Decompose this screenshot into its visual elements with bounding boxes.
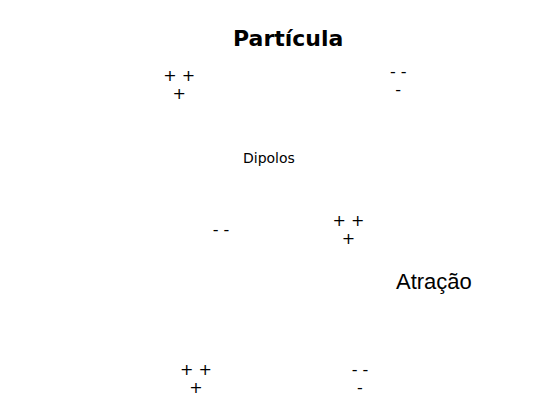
text-position: Atração <box>396 270 472 294</box>
attraction-arrow <box>215 257 227 350</box>
attraction-arrow <box>201 257 213 350</box>
text-position: - - - <box>387 63 409 98</box>
dipole-blob: - - <box>186 205 256 255</box>
dipole-blob: + + + <box>315 205 382 255</box>
arrow-head <box>351 339 363 350</box>
text-holder: - - <box>186 205 256 255</box>
positive-charges: + + + <box>160 67 198 102</box>
text-position: + + + <box>160 67 198 102</box>
text-position: Partícula <box>233 27 343 51</box>
negative-charges: - - - <box>349 361 371 396</box>
surface-plane: Atração + + + - - - <box>18 244 520 412</box>
text-holder: + + + <box>315 205 382 255</box>
arrow-head <box>201 257 213 268</box>
arrow-shaft <box>356 257 359 340</box>
blob-outline <box>189 207 254 253</box>
text-holder: - - - <box>318 352 402 406</box>
dipole-blob: + + + <box>150 352 242 406</box>
particle-title: Partícula <box>233 27 343 51</box>
dipole-blob: - - - <box>318 352 402 406</box>
arrow-head <box>215 339 227 350</box>
text-holder: + + + <box>150 352 242 406</box>
positive-charges: + + + <box>177 361 215 396</box>
attraction-arrow <box>351 257 363 350</box>
dipoles-label: Dipolos <box>243 151 295 166</box>
negative-charges: - - - <box>387 63 409 98</box>
arrow-head <box>337 257 349 268</box>
particle-outline <box>126 6 454 260</box>
positive-charges: + + + <box>329 212 367 247</box>
attraction-label: Atração <box>396 270 472 294</box>
arrow-shaft <box>220 257 223 340</box>
particle-ellipse: Partícula + + + - - - Dipolos - - + + + <box>125 5 455 261</box>
blob-outline <box>321 354 399 404</box>
attraction-arrow <box>337 257 349 350</box>
arrow-shaft <box>342 267 345 350</box>
blob-outline <box>318 207 380 253</box>
negative-charges: - - <box>210 221 232 239</box>
blob-outline <box>153 354 238 404</box>
text-position: Dipolos <box>243 151 295 166</box>
arrow-shaft <box>206 267 209 350</box>
plane-outline <box>20 246 518 410</box>
